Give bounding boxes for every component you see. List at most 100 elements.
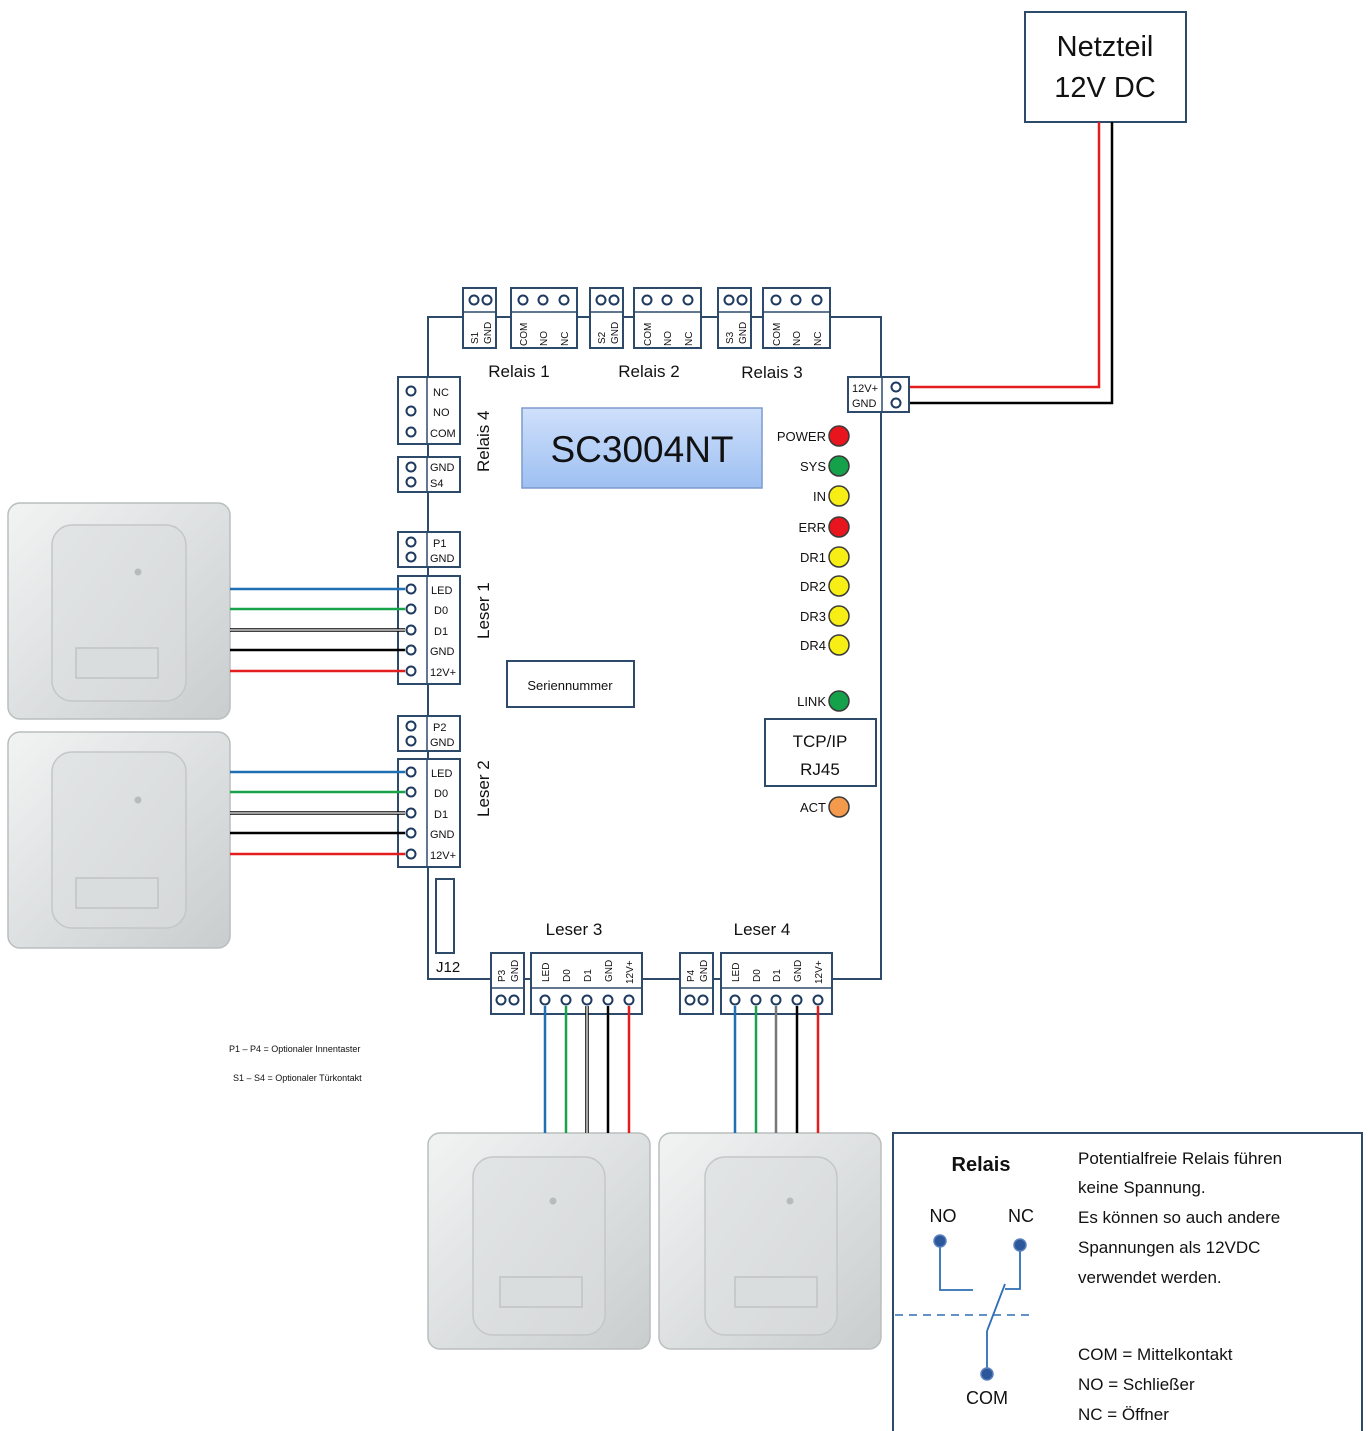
bottom-terminals: P3 GND LED D0 D1 GND 12V+ P4 GND LED D0 …: [490, 952, 833, 1015]
pin-label: 12V+: [430, 667, 456, 679]
relay-legend: Relais NO NC COM Potentialfreie Relais f…: [892, 1132, 1363, 1431]
terminal-screw: [481, 294, 493, 306]
power-pin-label: GND: [852, 398, 877, 410]
terminal-screw: [405, 644, 417, 656]
contact-com: [980, 1367, 994, 1381]
pin-label: D0: [434, 605, 448, 617]
pin-label: GND: [430, 737, 455, 749]
terminal-screw: [750, 994, 762, 1006]
terminal-screw: [697, 994, 709, 1006]
power-terminal: 12V+ GND: [847, 376, 910, 413]
pin-label: S1: [470, 331, 481, 344]
pin-label: S3: [725, 331, 736, 344]
card-reader-3: [427, 1132, 651, 1350]
pin-label: S2: [597, 331, 608, 344]
led-act: [828, 796, 850, 818]
pin-label: D1: [434, 626, 448, 638]
legend-text: Potentialfreie Relais führen: [1078, 1149, 1282, 1168]
reader4-label: Leser 4: [734, 920, 791, 939]
led-power: [828, 425, 850, 447]
pin-label: NO: [663, 331, 674, 346]
pin-label: GND: [483, 322, 494, 344]
pin-label: P1: [433, 538, 446, 550]
led-err: [828, 516, 850, 538]
terminal-screw: [682, 294, 694, 306]
reader-led: [786, 1197, 794, 1205]
terminal-screw: [405, 426, 417, 438]
relay1-label: Relais 1: [488, 362, 549, 381]
psu-title: Netzteil: [1057, 31, 1154, 63]
terminal-screw: [405, 461, 417, 473]
terminal-screw: [558, 294, 570, 306]
pin-label: COM: [519, 323, 530, 346]
led-in: [828, 485, 850, 507]
terminal-screw: [811, 294, 823, 306]
led-dr4: [828, 634, 850, 656]
pin-label: 12V+: [814, 960, 825, 984]
terminal-screw: [770, 994, 782, 1006]
led-dr1: [828, 546, 850, 568]
pin-label: NO: [792, 331, 803, 346]
status-leds: POWER SYS IN ERR DR1 DR2 DR3 DR4 LINK AC…: [777, 425, 850, 818]
left-terminals: NC NO COM GND S4 P1 GND LED D0 D1 GND 12…: [397, 376, 461, 868]
terminal-screw: [790, 294, 802, 306]
terminal-screw: [405, 583, 417, 595]
contact-no: [933, 1234, 947, 1248]
led-label: DR2: [800, 579, 826, 594]
terminal-screw: [405, 827, 417, 839]
network-port: TCP/IP RJ45: [764, 718, 877, 787]
led-label: DR1: [800, 550, 826, 565]
pin-label: GND: [793, 960, 804, 982]
pin-label: D1: [434, 809, 448, 821]
terminal-screw: [405, 735, 417, 747]
jumper-label: J12: [436, 959, 460, 976]
led-label: LINK: [797, 694, 826, 709]
pin-label: LED: [431, 768, 452, 780]
pin-label: GND: [510, 960, 521, 982]
pin-label: COM: [772, 323, 783, 346]
terminal-screw: [890, 397, 902, 409]
card-reader-4: [658, 1132, 882, 1350]
note-s: S1 – S4 = Optionaler Türkontakt: [233, 1073, 362, 1083]
reader2-label: Leser 2: [474, 760, 493, 817]
reader3-wires: [543, 1006, 631, 1133]
reader2-wires: [230, 770, 405, 856]
pin-label: NO: [539, 331, 550, 346]
led-dr2: [828, 575, 850, 597]
terminal-screw: [405, 476, 417, 488]
led-dr3: [828, 605, 850, 627]
pin-label: LED: [731, 963, 742, 982]
terminal-screw: [405, 536, 417, 548]
psu-voltage: 12V DC: [1054, 72, 1156, 104]
model-badge: SC3004NT: [521, 407, 763, 489]
model-name: SC3004NT: [550, 429, 733, 470]
terminal-screw: [791, 994, 803, 1006]
terminal-screw: [641, 294, 653, 306]
legend-title: Relais: [952, 1154, 1011, 1176]
terminal-screw: [508, 994, 520, 1006]
terminal-screw: [537, 294, 549, 306]
pin-label: LED: [541, 963, 552, 982]
legend-text: Es können so auch andere: [1078, 1208, 1280, 1227]
serial-number-box: Seriennummer: [506, 660, 635, 708]
pin-label: LED: [431, 585, 452, 597]
jumper-j12: [435, 878, 455, 954]
terminal-screw: [405, 551, 417, 563]
terminal-screw: [661, 294, 673, 306]
psu-wire-ground: [903, 122, 1114, 405]
pin-label: GND: [430, 829, 455, 841]
led-label: DR3: [800, 609, 826, 624]
pin-label: P4: [686, 969, 697, 982]
pin-label: S4: [430, 478, 443, 490]
pin-label: NC: [560, 332, 571, 346]
power-supply: Netzteil 12V DC: [1024, 11, 1187, 123]
terminal-screw: [729, 994, 741, 1006]
terminal-screw: [770, 294, 782, 306]
pin-label: COM: [643, 323, 654, 346]
pin-label: D0: [752, 969, 763, 982]
pin-label: GND: [610, 322, 621, 344]
pin-label: 12V+: [625, 960, 636, 984]
pin-label: 12V+: [430, 850, 456, 862]
terminal-screw: [405, 807, 417, 819]
legend-definition: NO = Schließer: [1078, 1375, 1195, 1394]
